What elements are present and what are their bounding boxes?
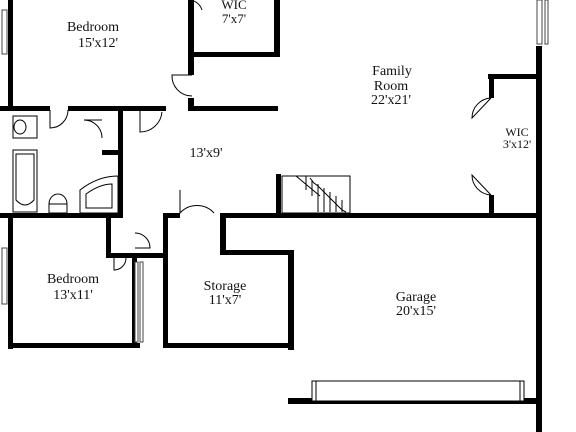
wall — [536, 46, 542, 432]
room-dims-wic-right: 3'x12' — [503, 137, 531, 151]
wall — [188, 52, 280, 57]
room-name-family-line1: Family — [372, 64, 412, 79]
room-dims-hall: 13'x9' — [189, 146, 222, 161]
wall — [163, 343, 294, 348]
windows — [1, 0, 549, 343]
window — [1, 9, 8, 55]
wall — [220, 213, 226, 253]
door-swing — [471, 97, 492, 120]
room-name-wic-top: WIC — [221, 0, 246, 12]
wall — [168, 213, 180, 218]
room-dims-family: 22'x21' — [371, 93, 411, 108]
wall — [8, 343, 140, 348]
window — [139, 261, 144, 343]
room-name-bedroom-top: Bedroom — [67, 20, 119, 35]
room-dims-wic-top: 7'x7' — [222, 11, 246, 26]
room-name-storage: Storage — [204, 279, 247, 294]
room-name-garage: Garage — [396, 290, 436, 305]
room-dims-bedroom-bottom: 13'x11' — [53, 288, 93, 303]
wall — [106, 213, 111, 258]
window — [536, 0, 543, 45]
wall — [274, 0, 280, 57]
wall — [288, 250, 294, 350]
door-swing — [471, 173, 492, 196]
room-labels: Bedroom 15'x12' WIC 7'x7' Family Room 22… — [47, 0, 531, 319]
window — [544, 0, 549, 45]
wall — [489, 195, 494, 217]
door-swing — [139, 110, 163, 133]
wall — [163, 213, 168, 348]
wall — [488, 74, 542, 79]
wall — [0, 213, 123, 218]
walls — [0, 0, 542, 432]
room-name-wic-right: WIC — [505, 125, 528, 139]
door-swing — [179, 190, 215, 215]
bath-fixtures — [12, 115, 119, 215]
wall — [68, 106, 140, 111]
doors — [49, 0, 492, 271]
wall — [194, 106, 278, 111]
stairs — [281, 175, 351, 214]
door-swing — [187, 0, 203, 11]
window — [134, 261, 139, 343]
room-dims-garage: 20'x15' — [396, 304, 436, 319]
door-swing — [49, 109, 69, 129]
door-swing — [83, 119, 103, 139]
wall — [0, 106, 50, 111]
room-name-family-line2: Room — [374, 79, 408, 94]
wall — [276, 174, 281, 218]
wall — [489, 74, 494, 98]
wall — [8, 213, 13, 349]
wall — [220, 213, 280, 218]
room-dims-storage: 11'x7' — [209, 293, 242, 308]
wall — [188, 0, 194, 75]
wall — [188, 98, 194, 111]
wall — [102, 150, 123, 155]
door-swing — [171, 74, 193, 97]
wall — [8, 0, 13, 110]
wall — [136, 106, 166, 111]
room-dims-bedroom-top: 15'x12' — [78, 36, 118, 51]
door-swing — [134, 232, 151, 249]
wall — [276, 213, 542, 218]
room-name-bedroom-bottom: Bedroom — [47, 272, 99, 287]
door-swing — [113, 257, 127, 271]
window — [1, 247, 8, 305]
garage-door — [311, 380, 525, 402]
wall — [220, 250, 292, 255]
wall — [118, 106, 123, 218]
